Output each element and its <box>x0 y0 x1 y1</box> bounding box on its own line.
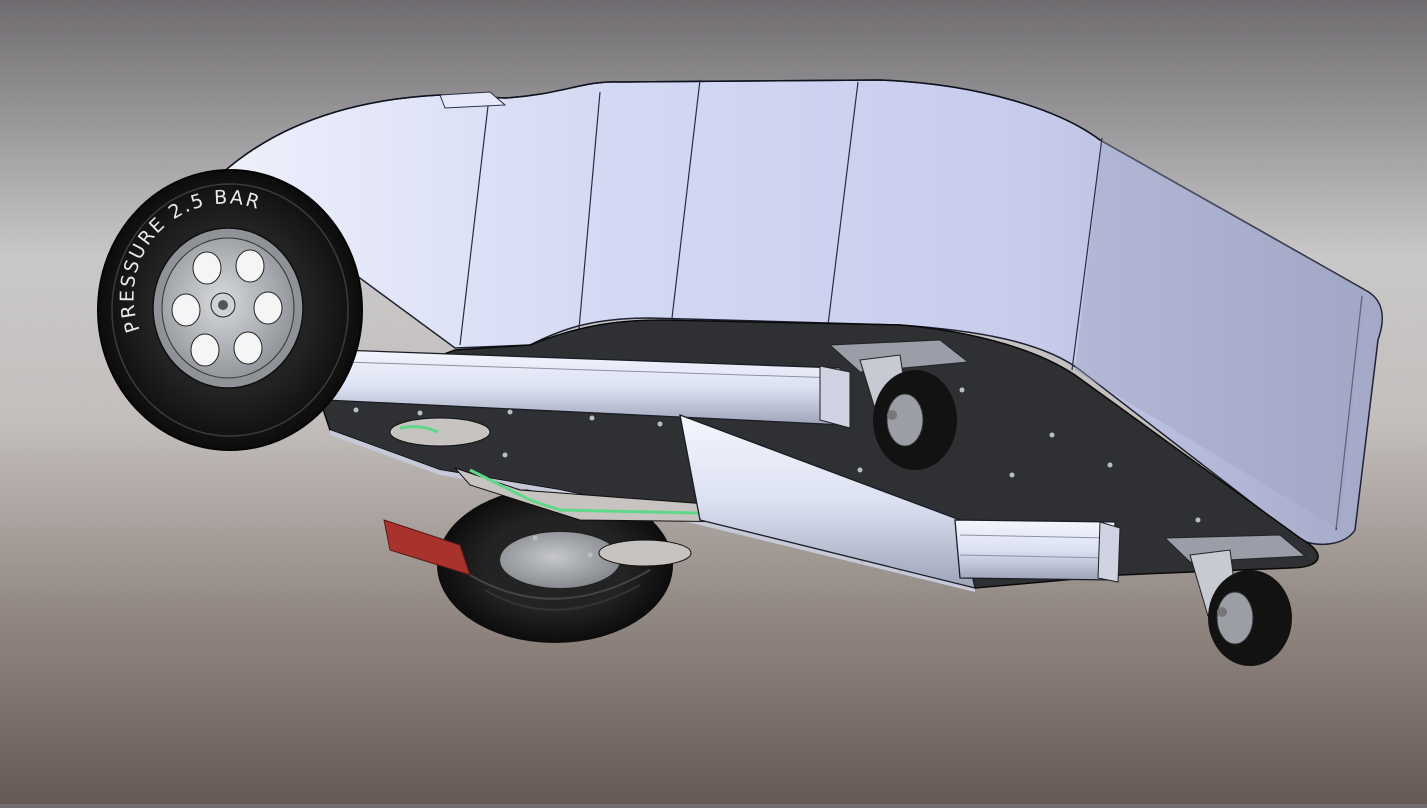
front-drive-wheel: PRESSURE 2.5 BAR <box>97 169 363 451</box>
rear-drive-wheel <box>437 487 673 643</box>
front-caster-wheel <box>828 339 970 470</box>
body-shell <box>218 79 1383 546</box>
rear-caster-wheel <box>1163 534 1307 666</box>
aluminum-extrusion-rails <box>324 349 1121 589</box>
red-bumper <box>383 519 471 576</box>
